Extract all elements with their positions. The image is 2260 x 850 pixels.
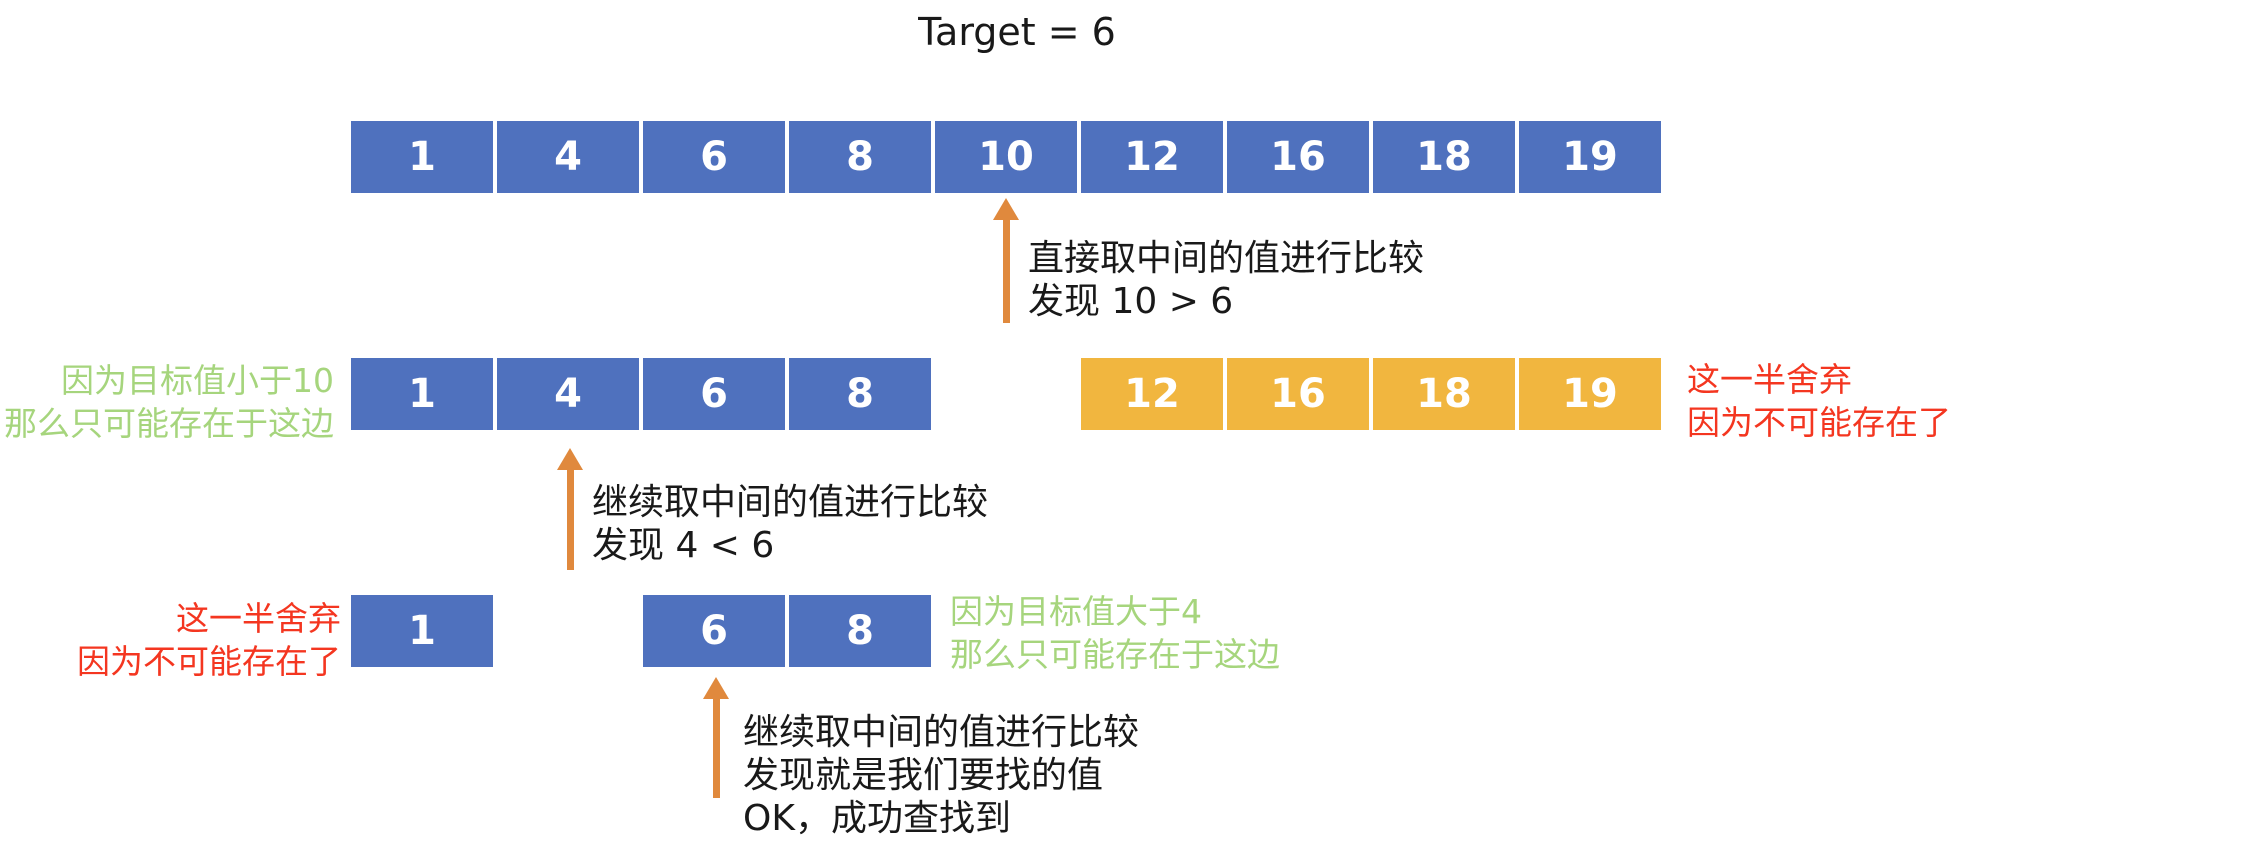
step1-annotation: 直接取中间的值进行比较发现 10 > 6 bbox=[1028, 237, 1424, 323]
arrow-head-icon bbox=[557, 448, 583, 470]
discard-left-label: 这一半舍弃因为不可能存在了 bbox=[0, 597, 341, 683]
arrow-shaft bbox=[712, 699, 720, 798]
arrow-head-icon bbox=[993, 198, 1019, 220]
array-cell: 18 bbox=[1373, 358, 1515, 430]
array-cell: 8 bbox=[789, 358, 931, 430]
arrow-shaft bbox=[1002, 220, 1010, 323]
annotation-line: 那么只可能存在于这边 bbox=[950, 635, 1280, 674]
annotation-line: 因为目标值小于10 bbox=[61, 361, 334, 400]
diagram-title: Target = 6 bbox=[918, 10, 1116, 54]
array-cell: 1 bbox=[351, 358, 493, 430]
annotation-line: 发现 4 < 6 bbox=[592, 525, 775, 566]
annotation-line: 这一半舍弃 bbox=[1687, 360, 1852, 399]
array-cell: 10 bbox=[935, 121, 1077, 193]
array-cell: 6 bbox=[643, 121, 785, 193]
array-cell: 6 bbox=[643, 358, 785, 430]
arrow-shaft bbox=[566, 470, 574, 570]
annotation-line: 继续取中间的值进行比较 bbox=[743, 712, 1140, 753]
arrow-head-icon bbox=[703, 677, 729, 699]
annotation-line: 继续取中间的值进行比较 bbox=[592, 482, 989, 523]
array-cell: 4 bbox=[497, 358, 639, 430]
annotation-line: 因为不可能存在了 bbox=[1687, 403, 1951, 442]
array-cell: 19 bbox=[1519, 358, 1661, 430]
keep-left-label: 因为目标值小于10 那么只可能存在于这边 bbox=[0, 359, 334, 445]
array-cell: 16 bbox=[1227, 121, 1369, 193]
annotation-line: 那么只可能存在于这边 bbox=[4, 404, 334, 443]
array-cell: 19 bbox=[1519, 121, 1661, 193]
step2-annotation: 继续取中间的值进行比较发现 4 < 6 bbox=[592, 481, 988, 567]
annotation-line: 直接取中间的值进行比较 bbox=[1028, 238, 1425, 279]
annotation-line: 这一半舍弃 bbox=[176, 599, 341, 638]
annotation-line: OK，成功查找到 bbox=[743, 798, 1011, 839]
array-cell: 12 bbox=[1081, 121, 1223, 193]
array-cell: 1 bbox=[351, 121, 493, 193]
array-cell: 6 bbox=[643, 595, 785, 667]
discard-right-label: 这一半舍弃因为不可能存在了 bbox=[1687, 358, 1951, 444]
array-cell: 8 bbox=[789, 595, 931, 667]
up-arrow-step3 bbox=[703, 677, 729, 798]
array-cell: 12 bbox=[1081, 358, 1223, 430]
array-cell: 18 bbox=[1373, 121, 1515, 193]
up-arrow-step1 bbox=[993, 198, 1019, 323]
up-arrow-step2 bbox=[557, 448, 583, 570]
annotation-line: 发现就是我们要找的值 bbox=[743, 755, 1104, 796]
annotation-line: 因为不可能存在了 bbox=[77, 642, 341, 681]
annotation-line: 发现 10 > 6 bbox=[1028, 281, 1234, 322]
array-cell: 16 bbox=[1227, 358, 1369, 430]
annotation-line: 因为目标值大于4 bbox=[950, 592, 1202, 631]
keep-right-label: 因为目标值大于4 那么只可能存在于这边 bbox=[950, 590, 1280, 676]
array-cell: 4 bbox=[497, 121, 639, 193]
array-cell: 1 bbox=[351, 595, 493, 667]
array-row-3-left: 1 bbox=[351, 595, 493, 667]
array-cell: 8 bbox=[789, 121, 931, 193]
